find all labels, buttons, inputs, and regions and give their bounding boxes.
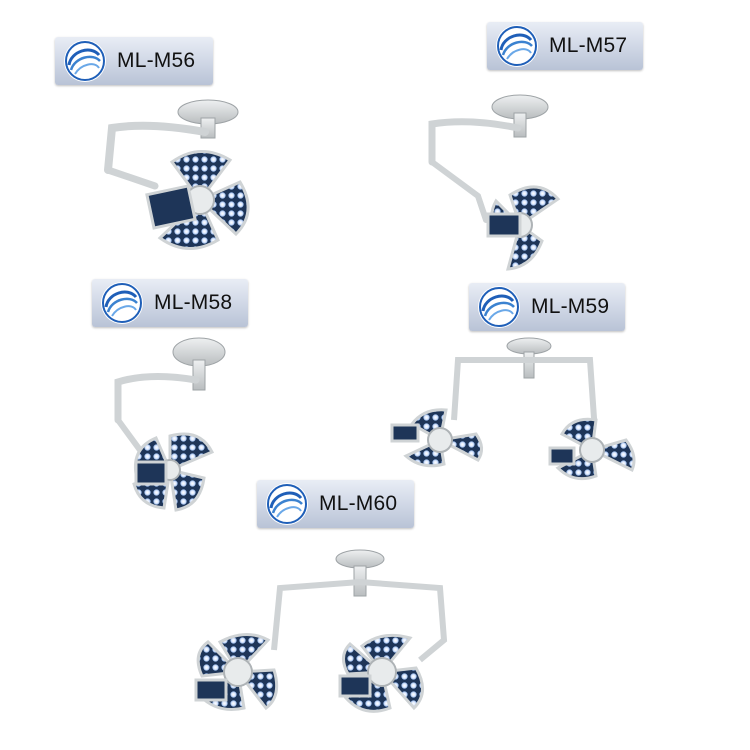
swirl-logo-icon bbox=[64, 40, 106, 82]
model-name: ML-M57 bbox=[549, 34, 628, 57]
model-label-ml-m58: ML-M58 bbox=[92, 279, 248, 327]
model-name: ML-M59 bbox=[531, 295, 610, 318]
model-label-ml-m56: ML-M56 bbox=[55, 37, 213, 85]
model-label-ml-m59: ML-M59 bbox=[469, 283, 625, 331]
swirl-logo-icon bbox=[101, 282, 143, 324]
model-name: ML-M60 bbox=[319, 492, 398, 515]
model-label-ml-m60: ML-M60 bbox=[257, 480, 414, 528]
model-name: ML-M58 bbox=[154, 291, 233, 314]
model-name: ML-M56 bbox=[117, 49, 196, 72]
model-label-ml-m57: ML-M57 bbox=[487, 22, 643, 70]
swirl-logo-icon bbox=[266, 483, 308, 525]
lamp-ml-m58 bbox=[114, 337, 226, 512]
lamp-ml-m59 bbox=[390, 337, 636, 481]
swirl-logo-icon bbox=[496, 25, 538, 67]
lamp-ml-m60 bbox=[194, 549, 448, 713]
lamp-ml-m57 bbox=[428, 94, 561, 271]
lamp-ml-m56 bbox=[104, 99, 250, 250]
swirl-logo-icon bbox=[478, 286, 520, 328]
